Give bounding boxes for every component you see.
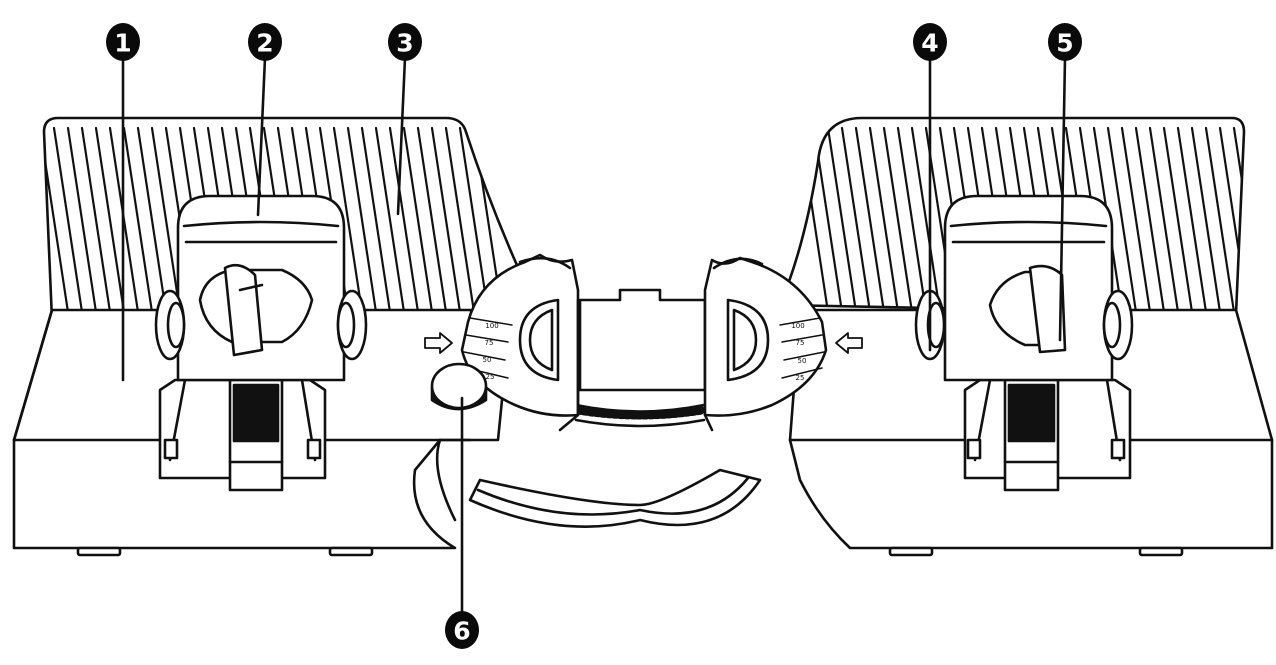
callout-badge (913, 23, 947, 61)
callout-number: 3 (396, 29, 413, 58)
left-slider-grip (232, 383, 280, 443)
center-mechanism (424, 253, 863, 528)
heel-rest-ridge (444, 126, 476, 314)
heel-rest-ridge (122, 126, 154, 314)
heel-rest-ridge (854, 126, 886, 314)
left-dial-label: 50 (483, 356, 492, 364)
heel-rest-ridge (1134, 126, 1166, 314)
heel-rest-ridge (1120, 126, 1152, 314)
heel-rest-ridge (1148, 126, 1180, 314)
heel-rest-ridge (360, 126, 392, 314)
callout-3: 3 (388, 23, 422, 61)
callout-1: 1 (106, 23, 140, 61)
left-dial-label: 25 (486, 373, 495, 381)
left-dial-label: 75 (485, 339, 494, 347)
callout-4: 4 (913, 23, 947, 61)
adjustment-knob (430, 362, 488, 411)
callout-6: 6 (445, 611, 479, 649)
callout-badge (106, 23, 140, 61)
callout-number: 6 (453, 617, 470, 646)
right-dial-scale (779, 317, 825, 379)
heel-rest-ridge (388, 126, 420, 314)
callout-number: 1 (114, 29, 131, 58)
heel-rest-ridge (1190, 126, 1222, 314)
heel-rest-ridge (346, 126, 378, 314)
right-pedal (778, 116, 1276, 557)
heel-rest-ridge (882, 126, 914, 314)
heel-rest-ridge (136, 126, 168, 314)
heel-rest-ridge (52, 126, 84, 314)
heel-rest-ridge (1176, 126, 1208, 314)
heel-rest-ridge (1204, 126, 1236, 314)
heel-rest-ridge (332, 126, 364, 314)
heel-rest-ridge (374, 126, 406, 314)
heel-rest-ridge (826, 126, 858, 314)
left-dial-label: 100 (485, 322, 498, 330)
callout-badge (388, 23, 422, 61)
heel-rest-ridge (430, 126, 462, 314)
heel-rest-ridge (896, 126, 928, 314)
heel-rest-ridge (416, 126, 448, 314)
heel-rest-ridge (910, 126, 942, 314)
left-dial-labels: 100 75 50 25 (483, 322, 499, 381)
heel-rest-ridge (458, 126, 490, 314)
callout-number: 4 (921, 29, 938, 58)
heel-rest-ridge (812, 126, 844, 314)
heel-rest-ridge (66, 126, 98, 314)
callout-2: 2 (248, 23, 282, 61)
heel-rest-ridge (1232, 126, 1244, 314)
heel-rest-ridge (1106, 126, 1138, 314)
callout-badge (248, 23, 282, 61)
right-slider-grip (1007, 383, 1056, 443)
right-dial-labels: 100 75 50 25 (791, 322, 806, 382)
right-dial-label: 75 (796, 339, 805, 347)
heel-rest-ridge (150, 126, 182, 314)
heel-rest-ridge (80, 126, 112, 314)
right-dial-label: 25 (796, 374, 805, 382)
right-dial-label: 50 (798, 357, 807, 365)
heel-rest-ridge (840, 126, 872, 314)
heel-rest-ridge (1248, 128, 1276, 312)
left-dial-scale (463, 317, 513, 379)
callout-badge (1048, 23, 1082, 61)
heel-rest-ridge (868, 126, 900, 314)
heel-rest-ridge (1162, 126, 1194, 314)
heel-rest-ridge (94, 126, 126, 314)
callout-5: 5 (1048, 23, 1082, 61)
heel-rest-ridge (402, 126, 434, 314)
leader-lines (121, 56, 1067, 614)
callout-number: 5 (1056, 29, 1073, 58)
right-dial-label: 100 (791, 322, 804, 330)
callout-number: 2 (256, 29, 273, 58)
callout-badge (445, 611, 479, 649)
